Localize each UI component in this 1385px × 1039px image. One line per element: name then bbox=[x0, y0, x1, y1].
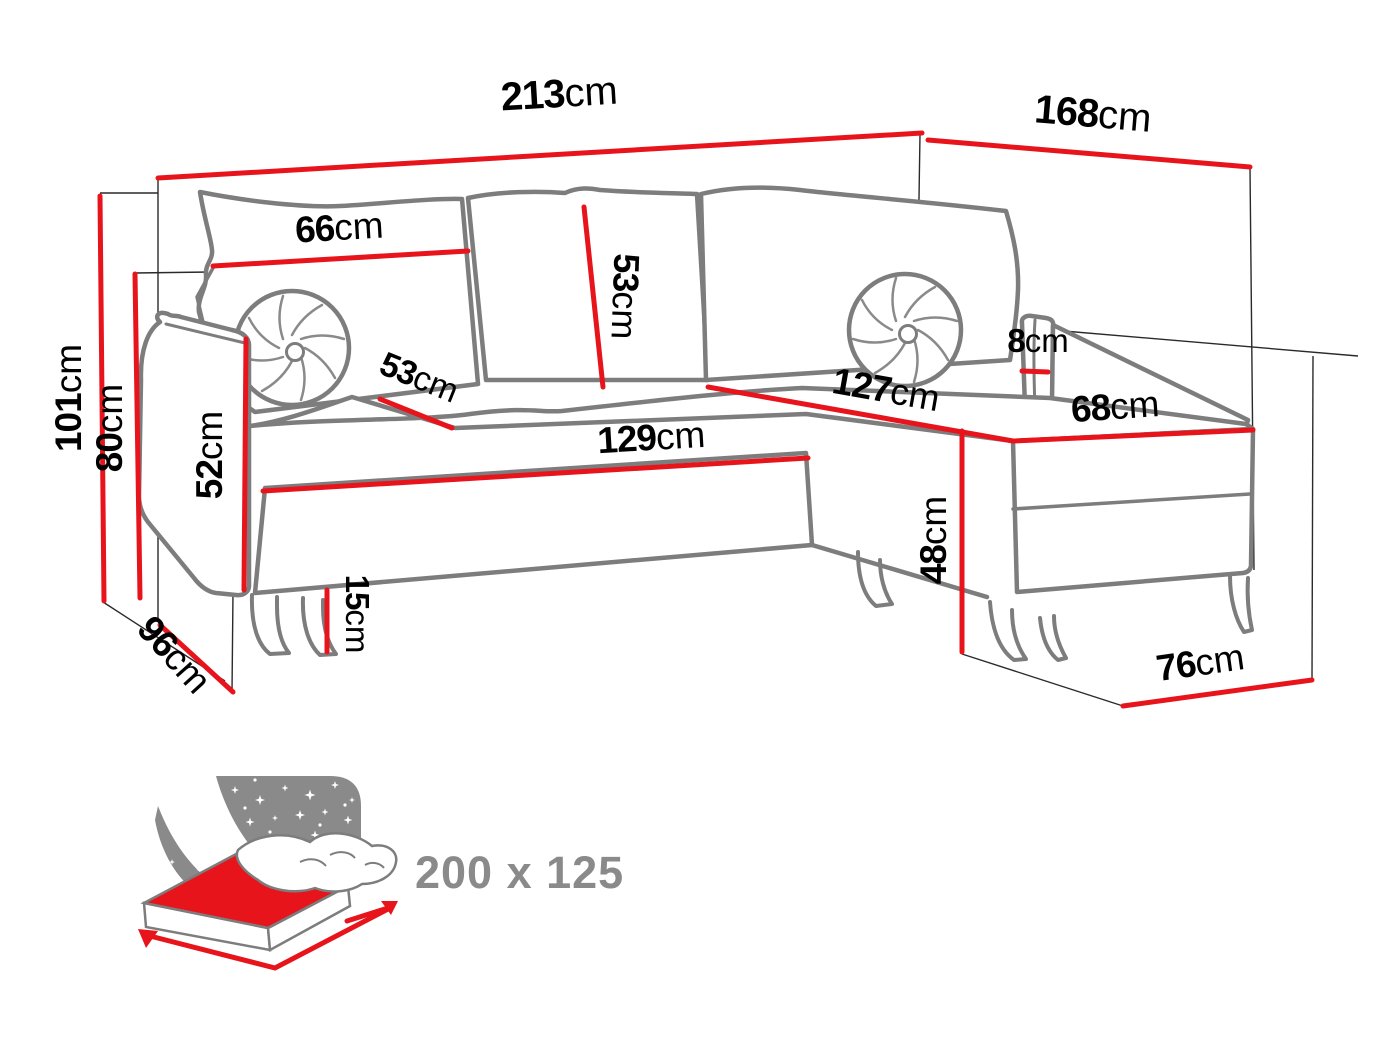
dim-label-chaise-length: 127cm bbox=[829, 360, 943, 419]
dim-label-total-depth-right: 168cm bbox=[1033, 87, 1153, 141]
dim-line-height-total bbox=[97, 193, 107, 604]
round-pillow-right bbox=[846, 271, 964, 389]
dim-line-side-cushion bbox=[1019, 368, 1051, 375]
chaise-mattress-split bbox=[1011, 492, 1252, 511]
dim-line-backrest-cushion-width bbox=[210, 248, 471, 269]
round-pillow-left-tufting bbox=[238, 294, 346, 402]
round-pillow-left bbox=[232, 288, 352, 408]
dim-label-backrest-cushion-width: 66cm bbox=[294, 204, 385, 250]
sofa-legs bbox=[249, 550, 1254, 662]
bed-arrow-width bbox=[147, 905, 393, 971]
dim-label-chaise-height: 48cm bbox=[913, 496, 954, 584]
bed-blanket-fold bbox=[299, 851, 385, 869]
bed-blanket bbox=[235, 832, 398, 893]
dim-line-total-width bbox=[155, 130, 925, 181]
dim-line-chaise-width bbox=[1010, 427, 1256, 444]
sofa-base-right-edge bbox=[809, 542, 990, 600]
dim-line-height-backrest bbox=[132, 271, 143, 601]
extension-line-chaise-floor bbox=[961, 653, 1124, 707]
sofa-leg bbox=[300, 596, 338, 657]
extension-line-armrest-right bbox=[1051, 329, 1359, 357]
dim-label-height-total: 101cm bbox=[48, 344, 89, 452]
sofa-outline bbox=[136, 185, 1256, 662]
dim-line-depth-left bbox=[157, 622, 236, 695]
sofa-leg bbox=[1038, 614, 1068, 662]
dim-label-total-width: 213cm bbox=[499, 69, 618, 120]
dim-label-chaise-width: 68cm bbox=[1070, 383, 1161, 430]
dim-label-back-cushion-height: 53cm bbox=[604, 253, 648, 340]
chaise-front-face bbox=[1010, 426, 1256, 595]
dim-label-depth-left: 96cm bbox=[129, 608, 219, 701]
bed-arrow-head-left bbox=[138, 929, 158, 948]
extension-lines bbox=[100, 133, 1359, 707]
back-cushion-center bbox=[465, 186, 711, 383]
bed-arrow-depth bbox=[344, 905, 391, 924]
round-pillow-right-tufting bbox=[851, 276, 959, 384]
dimension-labels: 213cm 168cm 66cm 53cm 101cm 80cm 52cm 53… bbox=[48, 69, 1247, 702]
sleeping-area-size-label: 200 x 125 bbox=[415, 847, 624, 898]
extension-line-depth-left-b bbox=[231, 591, 234, 693]
dim-label-chaise-end-width: 76cm bbox=[1154, 636, 1247, 689]
bed-arrow-head-right bbox=[381, 901, 398, 915]
dim-line-back-cushion-height bbox=[581, 204, 606, 390]
dimension-lines bbox=[97, 130, 1315, 709]
sofa-leg bbox=[1228, 574, 1254, 634]
sofa-leg bbox=[988, 600, 1028, 662]
back-left-corner-edge bbox=[195, 266, 215, 324]
left-armrest-top-edge bbox=[164, 322, 247, 345]
bed-icon bbox=[140, 832, 398, 953]
dim-label-height-backrest: 80cm bbox=[89, 384, 130, 472]
bed-dimension-arrows bbox=[147, 905, 393, 971]
dim-line-armrest-height bbox=[241, 336, 249, 593]
dim-label-side-cushion: 8cm bbox=[1007, 322, 1068, 359]
dim-line-seat-width bbox=[260, 455, 811, 494]
dim-line-chaise-end-width bbox=[1120, 677, 1315, 709]
dim-label-armrest-height: 52cm bbox=[189, 411, 230, 499]
seat-top-surface bbox=[247, 385, 1256, 444]
extension-tick-height-backrest bbox=[134, 271, 211, 274]
sofa-leg bbox=[856, 550, 894, 608]
extension-line-chaise-end bbox=[1311, 355, 1314, 681]
dim-line-seat-depth bbox=[377, 396, 455, 431]
sleeping-area-icon: 200 x 125 bbox=[138, 776, 624, 971]
dim-label-seat-width: 129cm bbox=[596, 414, 706, 461]
dim-label-leg-height: 15cm bbox=[339, 575, 376, 654]
dim-line-total-depth-right bbox=[925, 137, 1253, 170]
sofa-leg bbox=[249, 593, 291, 656]
